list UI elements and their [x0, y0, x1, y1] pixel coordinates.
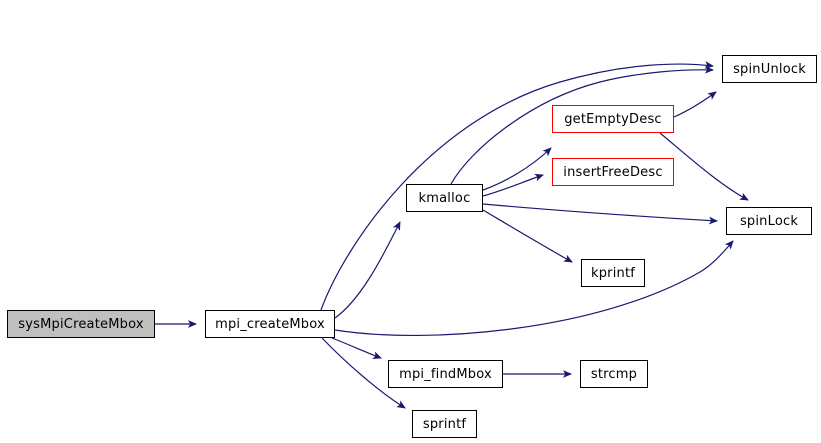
node-label-insertFreeDesc: insertFreeDesc: [563, 164, 663, 180]
edge-kmalloc-to-kprintf: [482, 209, 573, 263]
node-label-sprintf: sprintf: [422, 416, 467, 432]
edge-kmalloc-to-spinUnlock: [450, 65, 714, 185]
edge-kmalloc-to-insertFreeDesc: [482, 173, 544, 197]
edge-mpi_createMbox-to-sprintf: [321, 337, 406, 409]
node-insertFreeDesc[interactable]: insertFreeDesc: [552, 158, 674, 186]
edge-kmalloc-to-getEmptyDesc: [482, 147, 552, 191]
edge-mpi_createMbox-to-spinLock: [334, 240, 734, 337]
node-label-mpi_findMbox: mpi_findMbox: [399, 366, 492, 382]
node-spinUnlock[interactable]: spinUnlock: [722, 55, 817, 83]
node-label-strcmp: strcmp: [590, 366, 638, 382]
edge-getEmptyDesc-to-spinUnlock: [673, 91, 717, 118]
node-sysMpiCreateMbox[interactable]: sysMpiCreateMbox: [7, 310, 155, 338]
node-label-kmalloc: kmalloc: [418, 190, 471, 206]
edge-mpi_createMbox-to-spinUnlock: [320, 61, 714, 311]
node-label-kprintf: kprintf: [590, 265, 636, 281]
node-mpi_createMbox[interactable]: mpi_createMbox: [205, 310, 335, 338]
node-label-sysMpiCreateMbox: sysMpiCreateMbox: [18, 316, 144, 332]
node-label-spinLock: spinLock: [739, 213, 799, 229]
edge-getEmptyDesc-to-spinLock: [659, 132, 749, 201]
edge-mpi_createMbox-to-kmalloc: [334, 221, 401, 319]
edge-mpi_createMbox-to-mpi_findMbox: [331, 337, 382, 359]
node-label-mpi_createMbox: mpi_createMbox: [215, 316, 325, 332]
node-spinLock[interactable]: spinLock: [726, 207, 812, 235]
node-sprintf[interactable]: sprintf: [412, 410, 477, 438]
node-strcmp[interactable]: strcmp: [580, 360, 648, 388]
node-kprintf[interactable]: kprintf: [581, 259, 645, 287]
node-kmalloc[interactable]: kmalloc: [406, 184, 483, 212]
node-getEmptyDesc[interactable]: getEmptyDesc: [552, 105, 674, 133]
node-label-spinUnlock: spinUnlock: [733, 61, 806, 77]
node-label-getEmptyDesc: getEmptyDesc: [564, 111, 662, 127]
edge-kmalloc-to-spinLock: [482, 203, 718, 225]
node-mpi_findMbox[interactable]: mpi_findMbox: [388, 360, 503, 388]
